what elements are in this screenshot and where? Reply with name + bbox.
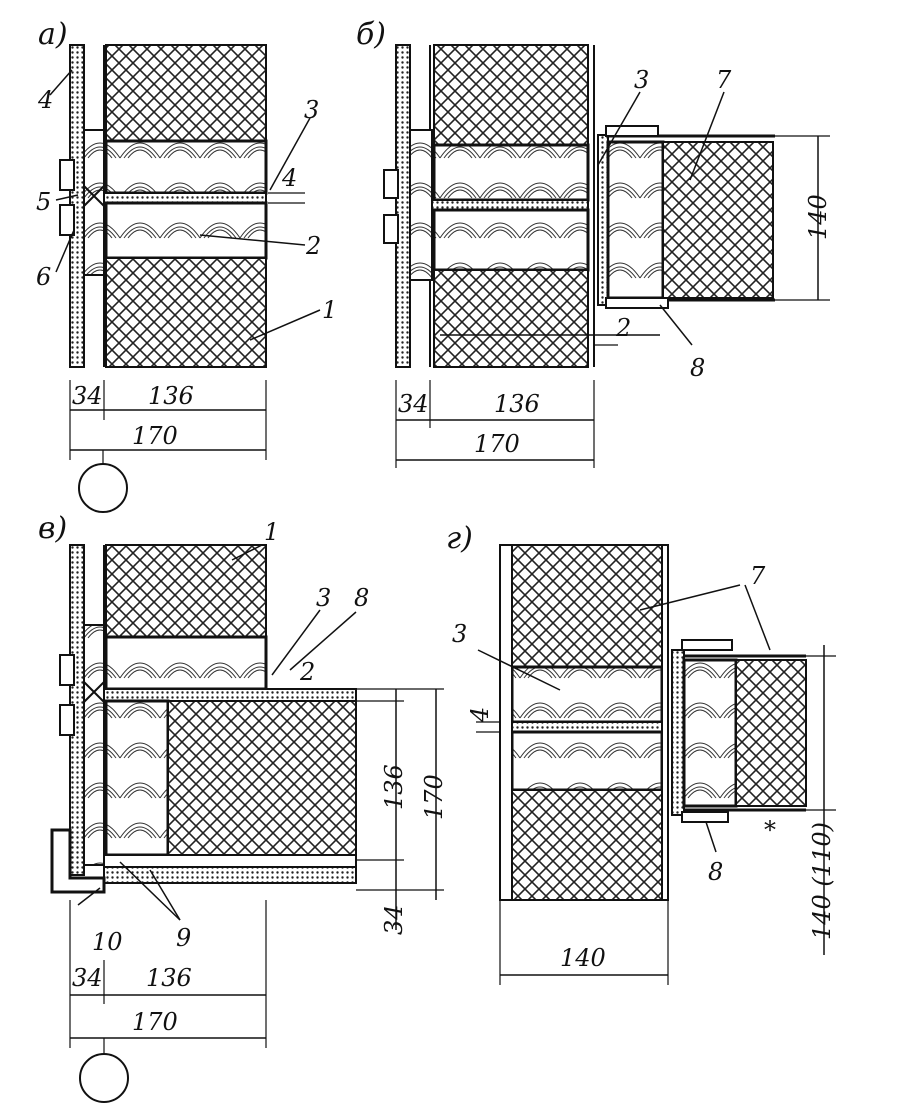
panel-g-callout-7: 7 — [750, 562, 766, 590]
panel-v: в) 1 3 8 2 10 9 136 170 34 34 136 170 — [38, 511, 448, 1103]
panel-b-beam-top — [432, 143, 590, 202]
panel-v-horizontal-insulation — [167, 700, 357, 856]
panel-v-callout-10: 10 — [92, 928, 123, 956]
panel-b-dim-136: 136 — [494, 390, 540, 418]
panel-g-beam-top — [510, 665, 664, 724]
panel-b: б) 3 7 2 8 140 34 136 170 — [356, 17, 832, 468]
panel-a-callout-2: 2 — [305, 232, 321, 260]
panel-a-beam-top — [104, 139, 268, 195]
panel-b-callout-8: 8 — [690, 354, 705, 382]
panel-b-letter: б) — [356, 17, 386, 52]
panel-b-callout-7: 7 — [716, 66, 732, 94]
panel-g-insulation-top — [511, 544, 663, 668]
panel-b-beam-bottom — [432, 208, 590, 272]
panel-a-dim-34: 34 — [72, 382, 103, 410]
panel-b-callout-3: 3 — [634, 66, 649, 94]
panel-g-beam-bottom — [510, 730, 664, 792]
panel-v-dim-170: 170 — [132, 1008, 178, 1036]
panel-v-callout-1: 1 — [264, 518, 279, 546]
panel-b-callout-2: 2 — [615, 314, 631, 342]
panel-v-dim-34: 34 — [72, 964, 103, 992]
panel-v-callout-9: 9 — [176, 924, 191, 952]
panel-v-dim-170-vertical: 170 — [420, 774, 448, 820]
panel-v-callout-8: 8 — [354, 584, 369, 612]
panel-v-horizontal-beam — [104, 699, 170, 857]
panel-b-dim-140: 140 — [804, 194, 832, 240]
panel-g-letter: г) — [446, 521, 473, 556]
panel-b-dim-34: 34 — [398, 390, 429, 418]
panel-a: а) 4 3 4 5 2 6 1 34 136 170 — [36, 17, 337, 513]
panel-a-dim-136: 136 — [148, 382, 194, 410]
panel-v-dim-34-vertical: 34 — [380, 904, 408, 935]
panel-v-insulation-top — [105, 544, 267, 638]
panel-a-dim-170: 170 — [132, 422, 178, 450]
panel-b-insulation-bottom — [433, 269, 589, 368]
panel-a-insulation-top — [105, 44, 267, 142]
panel-g-dim-140: 140 — [560, 944, 606, 972]
panel-v-beam-top — [104, 635, 268, 691]
panel-a-callout-4: 4 — [37, 86, 53, 114]
panel-v-axis-marker — [79, 1053, 129, 1103]
panel-b-attached-beam — [606, 140, 665, 300]
panel-g-attached-insulation — [735, 659, 807, 807]
panel-a-callout-4-gap: 4 — [281, 164, 297, 192]
panel-v-dim-136-vertical: 136 — [380, 764, 408, 810]
panel-g-callout-8: 8 — [708, 858, 723, 886]
panel-g-attached-beam — [682, 658, 738, 808]
panel-g-dim-140-110: 140 (110) — [808, 822, 836, 940]
panel-v-callout-3: 3 — [316, 584, 331, 612]
panel-g-callout-3: 3 — [452, 620, 467, 648]
panel-a-callout-5: 5 — [36, 188, 51, 216]
panel-a-insulation-bottom — [105, 257, 267, 368]
panel-g-asterisk: * — [764, 816, 776, 844]
panel-g-insulation-bottom — [511, 789, 663, 901]
panel-a-callout-3: 3 — [304, 96, 319, 124]
panel-a-callout-6: 6 — [36, 263, 51, 291]
panel-v-callout-2: 2 — [299, 658, 315, 686]
panel-g: г) 7 3 4 8 * 140 140 (110) — [446, 521, 836, 985]
panel-b-dim-170: 170 — [474, 430, 520, 458]
panel-a-beam-bottom — [104, 201, 268, 260]
panel-v-corner-angle — [50, 828, 106, 894]
panel-a-callout-1: 1 — [322, 296, 337, 324]
panel-v-dim-136: 136 — [146, 964, 192, 992]
panel-g-callout-4: 4 — [466, 707, 494, 723]
panel-a-axis-marker — [78, 463, 128, 513]
panel-a-letter: а) — [38, 17, 68, 52]
panel-b-attached-insulation — [662, 141, 774, 299]
panel-b-insulation-top — [433, 44, 589, 146]
panel-v-letter: в) — [38, 511, 67, 546]
